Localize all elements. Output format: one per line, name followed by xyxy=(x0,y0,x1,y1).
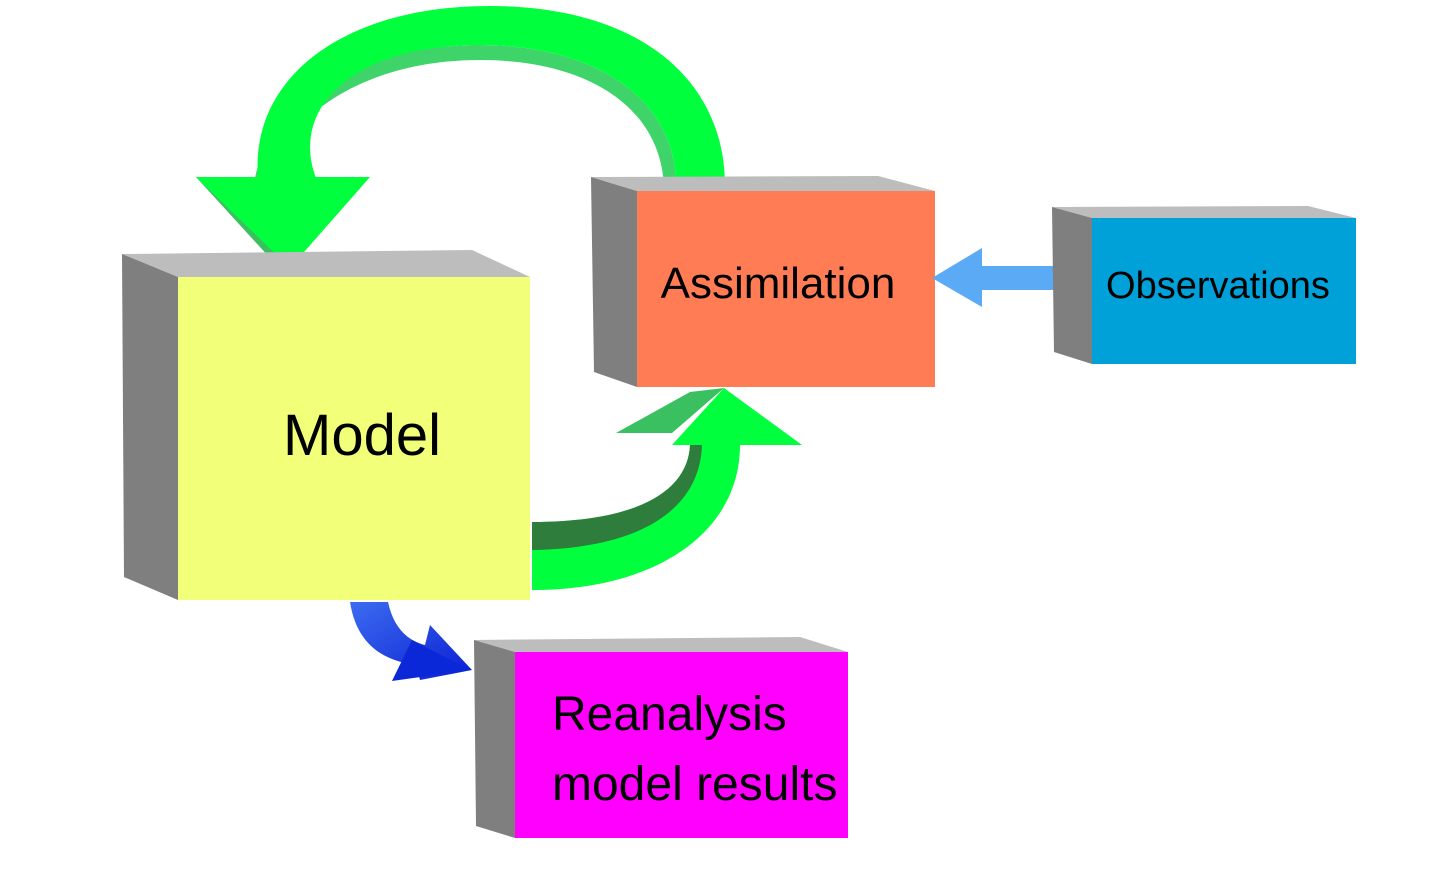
reanalysis-label-line2: model results xyxy=(552,758,837,811)
assimilation-box: Assimilation xyxy=(591,176,935,387)
model-label: Model xyxy=(283,403,441,468)
assimilation-box-face xyxy=(637,191,935,387)
reanalysis-box: Reanalysis model results xyxy=(474,637,848,838)
observations-label: Observations xyxy=(1106,265,1330,307)
feedback-arrow-body xyxy=(257,6,725,186)
reanalysis-box-face xyxy=(515,652,848,838)
reanalysis-box-side xyxy=(474,640,515,838)
model-box-side xyxy=(122,254,178,600)
observations-box-top xyxy=(1052,206,1356,218)
observations-box-side xyxy=(1052,207,1092,364)
observations-box-face xyxy=(1092,218,1356,364)
forecast-arrow-to-assimilation xyxy=(532,388,802,590)
model-box-top xyxy=(122,250,530,277)
assimilation-box-top xyxy=(591,176,935,191)
assimilation-label: Assimilation xyxy=(661,259,896,308)
feedback-arrowhead xyxy=(196,177,370,268)
output-arrowhead xyxy=(392,640,470,681)
reanalysis-label-line1: Reanalysis xyxy=(552,688,787,741)
reanalysis-box-top xyxy=(474,637,848,652)
model-box-face xyxy=(178,277,530,600)
output-arrow-to-reanalysis xyxy=(350,602,472,681)
feedback-arrow-to-model xyxy=(196,6,725,268)
observations-arrow xyxy=(932,248,1062,307)
forecast-arrowhead-side xyxy=(616,388,724,433)
forecast-arrow-inner-shade xyxy=(532,445,702,550)
assimilation-box-side xyxy=(591,177,637,387)
observations-arrow-shape xyxy=(932,248,1062,307)
observations-box: Observations xyxy=(1052,206,1356,364)
feedback-arrow-shadow xyxy=(255,45,676,186)
forecast-arrowhead xyxy=(672,388,802,445)
model-box: Model xyxy=(122,250,530,600)
